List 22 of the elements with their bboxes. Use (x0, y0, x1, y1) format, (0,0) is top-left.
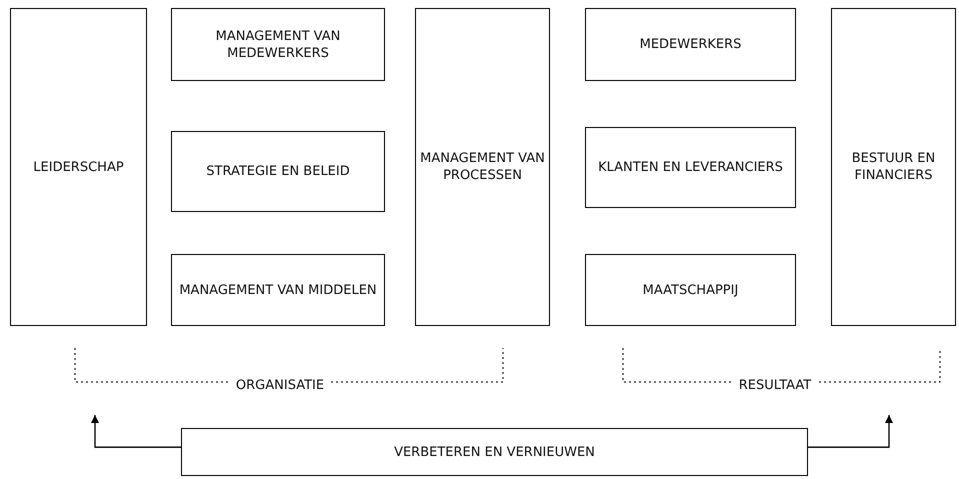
process-box (585, 8, 796, 81)
box-label: STRATEGIE EN BELEID (205, 163, 351, 180)
box-label: MANAGEMENT VAN PROCESSEN (419, 150, 546, 184)
box-label: VERBETEREN EN VERNIEUWEN (393, 444, 596, 460)
process-box (181, 428, 808, 476)
box-label: MEDEWERKERS (638, 36, 742, 53)
process-box (415, 8, 550, 326)
box-label: MANAGEMENT VAN MEDEWERKERS (214, 28, 342, 62)
process-box (585, 254, 796, 326)
arrow (91, 415, 181, 448)
process-box (171, 8, 385, 81)
box-label: KLANTEN EN LEVERANCIERS (597, 159, 784, 176)
arrow (808, 415, 893, 448)
box-label: MAATSCHAPPIJ (642, 282, 740, 298)
process-box (585, 127, 796, 208)
process-box (10, 8, 147, 326)
process-box (171, 254, 385, 326)
process-box (831, 8, 956, 326)
process-box (171, 131, 385, 212)
box-label: BESTUUR EN FINANCIERS (850, 150, 936, 184)
box-label: MANAGEMENT VAN MIDDELEN (178, 282, 378, 298)
box-label: LEIDERSCHAP (32, 158, 125, 176)
